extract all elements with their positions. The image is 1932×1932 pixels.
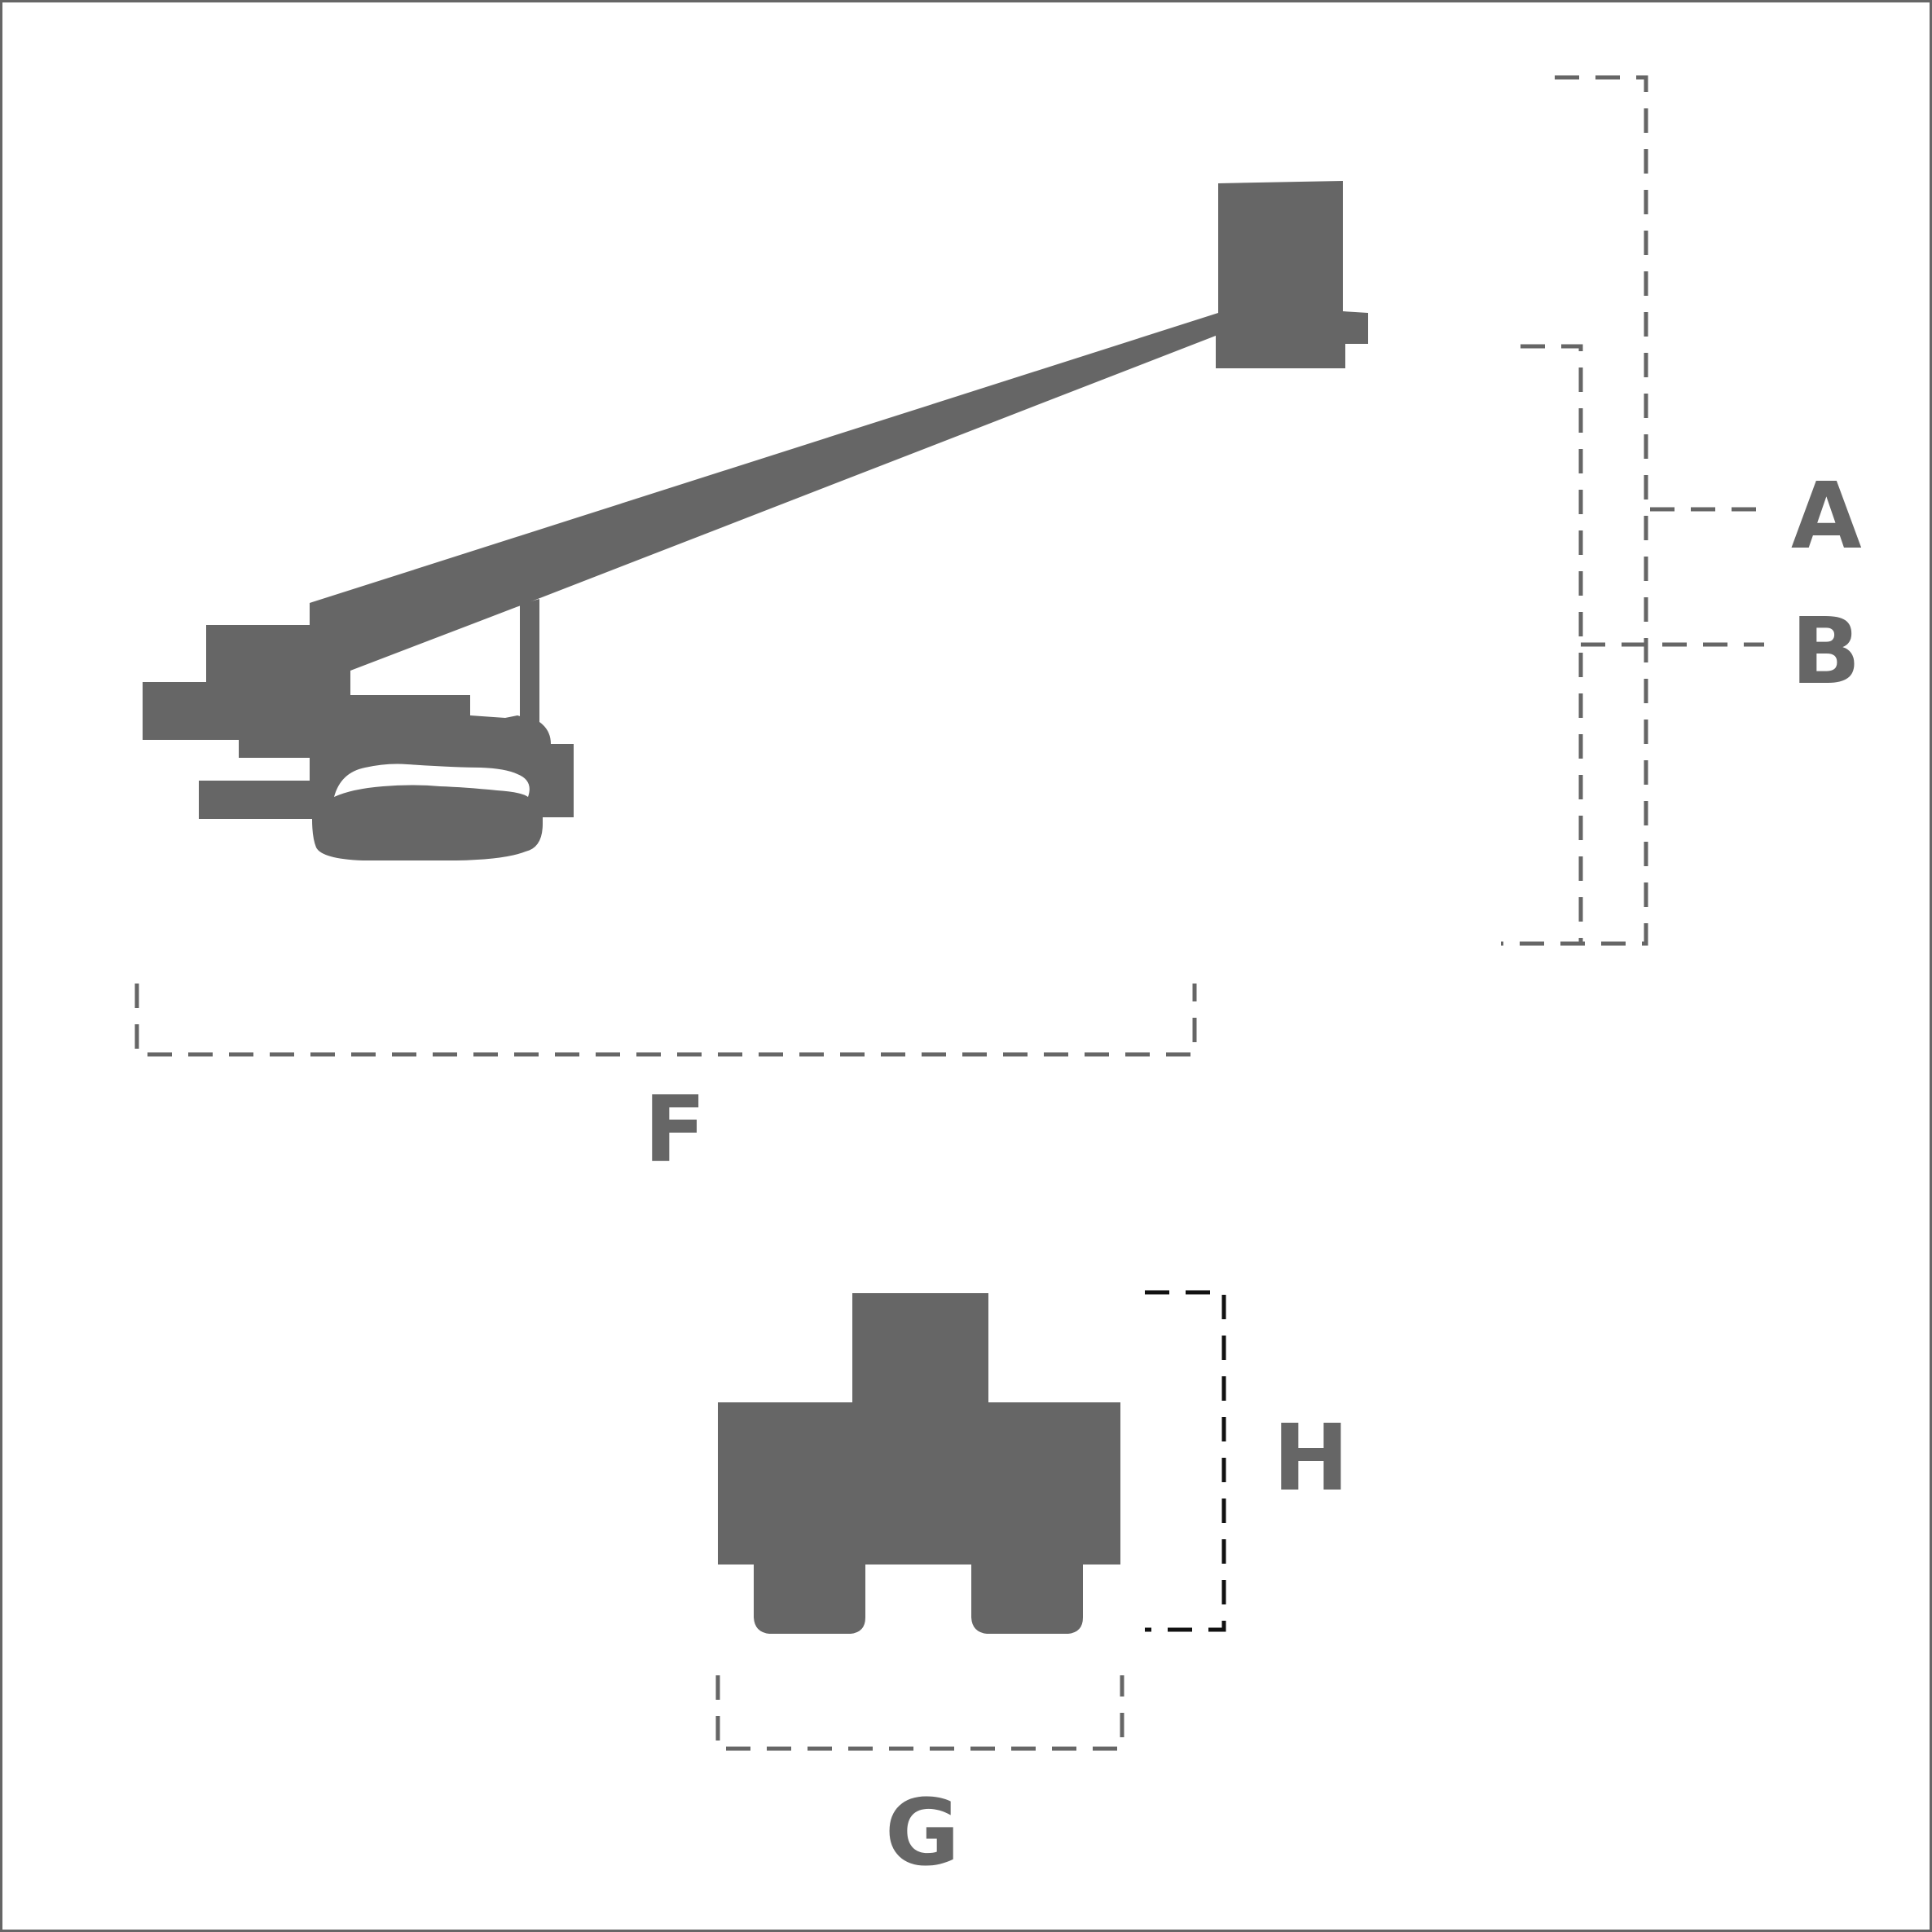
boom-support-strut xyxy=(520,599,539,724)
turret-counterweight xyxy=(143,625,574,860)
side-view-machine xyxy=(143,181,1368,860)
label-a: A xyxy=(1791,464,1862,570)
dimension-line-h xyxy=(1145,1290,1226,1632)
label-g: G xyxy=(885,1780,960,1886)
label-h: H xyxy=(1273,1406,1349,1512)
dimension-line-a xyxy=(1501,75,1648,946)
boom-arm xyxy=(310,313,1230,671)
platform-basket xyxy=(1216,181,1368,368)
rear-view-body xyxy=(718,1293,1120,1634)
track-window xyxy=(334,764,530,797)
dimension-line-f xyxy=(134,984,1197,1057)
dimension-line-g xyxy=(715,1675,1124,1751)
rear-view-machine xyxy=(718,1293,1120,1634)
rear-view-dimensions xyxy=(715,1290,1226,1751)
label-f: F xyxy=(644,1077,706,1183)
dimension-line-b xyxy=(1521,344,1583,944)
label-b: B xyxy=(1791,599,1860,705)
side-view-dimensions xyxy=(134,75,1764,1057)
